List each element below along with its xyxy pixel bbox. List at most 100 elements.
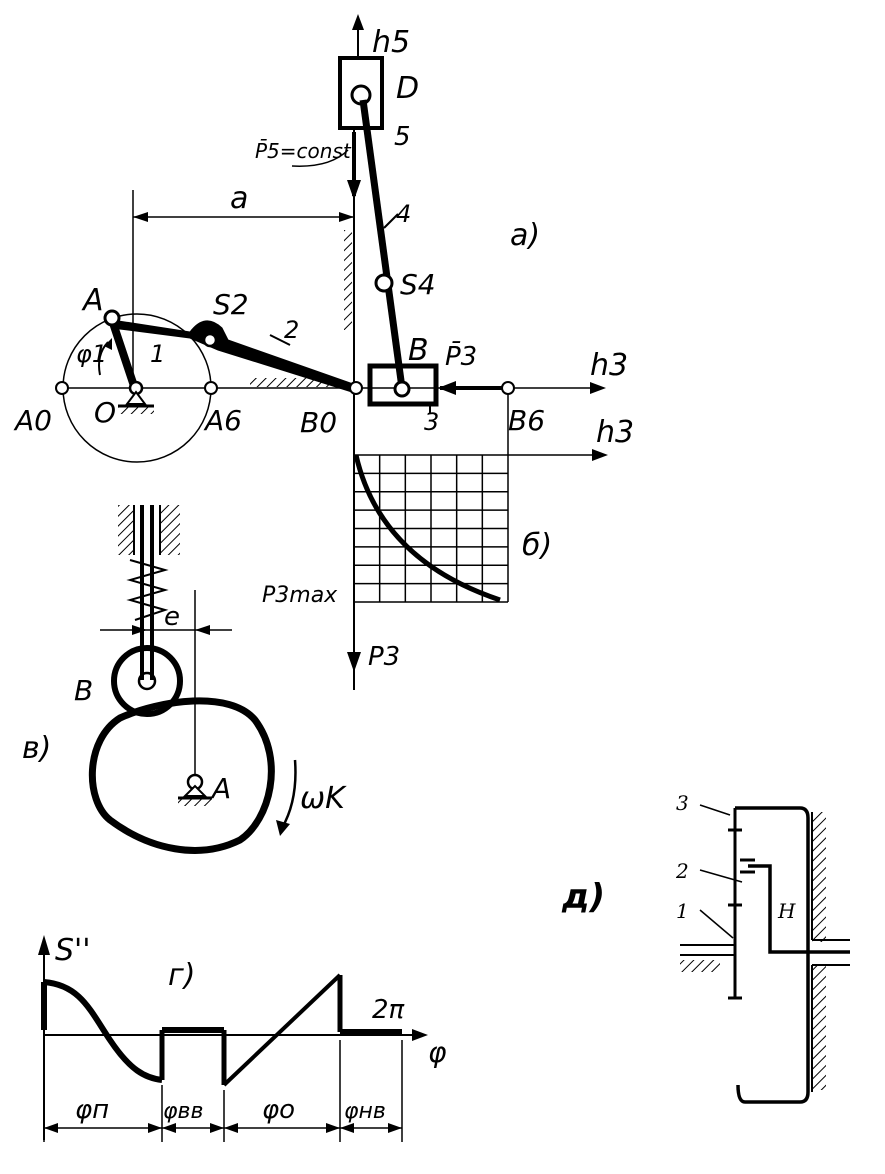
leader-1 [699,909,734,939]
phase-arrow-5 [224,1123,238,1133]
roller-B [111,645,183,717]
label-phi-p: φп [75,1095,109,1125]
cam-guide-hatch-left [118,505,134,555]
label-B6: B6 [508,404,545,437]
force-P5-leader [291,149,349,167]
phase-arrow-8 [388,1123,402,1133]
h3-axis-arrow [592,449,608,461]
h3-arrow-top [590,382,606,394]
label-cam-A: A [210,772,231,805]
label-S2: S2 [213,288,249,321]
phase-arrow-4 [210,1123,224,1133]
label-S-pp: S'' [55,933,91,968]
ring-gear-3 [735,806,810,1104]
label-phi-vv: φвв [163,1099,203,1124]
y-axis-arrow [38,935,50,955]
label-A0: A0 [13,404,52,437]
support-O [125,390,147,405]
mechanism-panel-a [55,14,606,690]
cam-support [182,784,208,797]
label-panel-b: б) [522,528,552,563]
link-2 [111,319,357,393]
guide-hatch [344,230,352,330]
label-h5: h5 [372,25,410,60]
dim-a-arrow-right [339,212,354,222]
label-link5: 5 [394,122,411,152]
cam-panel-v [88,505,297,854]
omega-arc [280,759,297,829]
label-link3: 3 [424,408,439,436]
curve-phi-p [43,979,163,1083]
center-S2 [202,332,218,348]
ground-hatch [250,378,340,387]
label-phi-axis: φ [428,1036,447,1069]
label-A: A [81,283,104,318]
label-B: B [408,333,429,368]
wall-hatch-lower [812,965,826,1090]
label-force3: P̄3 [445,340,477,372]
phase-arrow-6 [326,1123,340,1133]
label-P3max: P3max [262,583,338,608]
dim-e-arrow-right [195,625,210,635]
force-P3-head [438,381,456,395]
dim-a-arrow-left [133,212,148,222]
label-S4: S4 [400,268,436,301]
label-omega: ωK [300,781,347,816]
link4-leader [383,213,399,229]
label-P3-axis: P3 [368,642,400,672]
point-B0 [349,381,363,395]
force-diagram-panel-b [347,394,608,672]
label-panel-g: г) [168,958,195,993]
carrier-H [748,864,850,954]
label-D: D [396,71,419,106]
labels: h5 D 5 P̄5=const a 4 а) S4 A S2 2 B P̄3 … [13,25,796,1125]
cam-support-hatch [178,799,212,806]
point-A0 [55,381,69,395]
label-force5: P̄5=const [255,138,352,163]
input-support-hatch [680,960,720,972]
phase-arrow-2 [148,1123,162,1133]
support-O-hatch [118,407,154,414]
phase-arrow-1 [44,1123,58,1133]
label-panel-d: д) [561,877,605,917]
phase-arrow-7 [340,1123,354,1133]
point-B6 [501,381,515,395]
label-two-pi: 2π [372,995,405,1025]
leader-3 [699,804,731,816]
label-e: e [164,602,180,632]
force-curve [353,454,501,603]
link2-leader [269,334,291,346]
h5-arrow-head [352,14,364,30]
roller-axle [137,671,157,691]
label-h3: h3 [590,348,628,383]
wall-hatch-upper [812,812,826,942]
label-phi-o: φо [262,1095,295,1125]
label-phi-nv: φнв [344,1099,386,1124]
P3-axis-arrow [347,652,361,672]
center-S4 [374,273,394,293]
label-a: a [230,181,248,216]
slider-5 [338,56,384,130]
force-P5-head [347,180,361,200]
label-gear2: 2 [675,859,689,883]
joint-B [393,380,411,398]
label-h3-axis: h3 [596,415,634,450]
label-panel-v: в) [22,731,51,766]
point-A6 [204,381,218,395]
label-O: O [94,396,116,429]
x-axis-arrow [412,1029,428,1041]
label-link1: 1 [150,340,165,368]
label-cam-B: B [74,674,93,707]
phi1-arrow [104,338,112,350]
slider-3 [367,363,439,407]
label-link4: 4 [396,200,411,228]
label-phi1: φ1 [76,340,107,368]
crank-1 [108,318,138,388]
omega-arrow [276,820,290,836]
label-panel-a: а) [510,218,540,253]
cam-profile [88,697,275,854]
grid [354,455,508,602]
label-gear1: 1 [676,899,689,923]
cam-guide-hatch-right [160,505,180,555]
